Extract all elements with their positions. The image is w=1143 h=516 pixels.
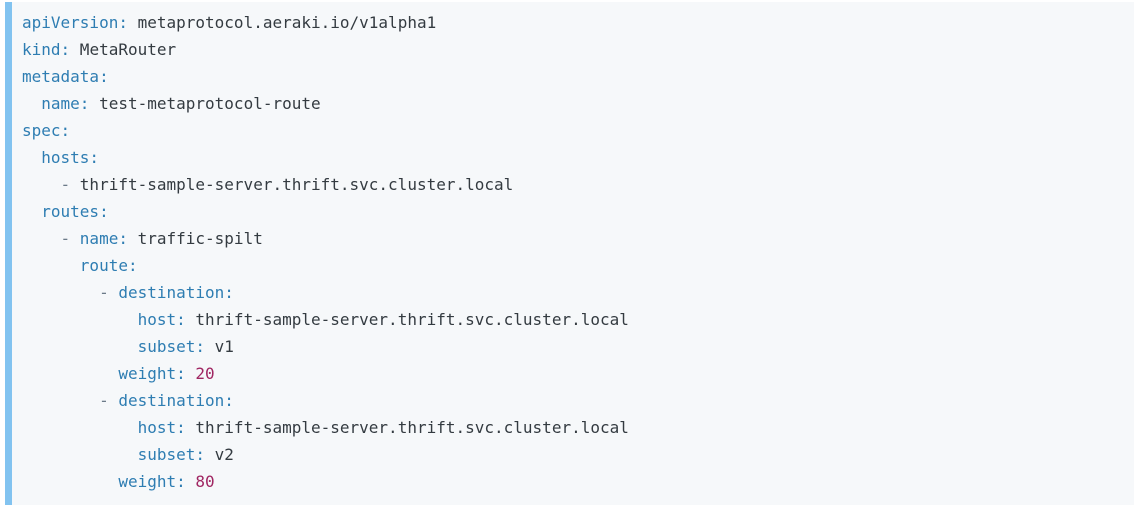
code-token-key: name: xyxy=(41,94,90,113)
code-token-key: hosts: xyxy=(41,148,100,167)
code-line: spec: xyxy=(22,117,1122,144)
code-line: subset: v2 xyxy=(22,441,1122,468)
code-line: weight: 80 xyxy=(22,468,1122,495)
code-token-punct: - xyxy=(60,175,80,194)
code-token-key: host: xyxy=(137,418,186,437)
code-token-plain: traffic-spilt xyxy=(127,229,263,248)
code-line: weight: 20 xyxy=(22,360,1122,387)
code-token-plain xyxy=(22,175,61,194)
code-token-plain xyxy=(22,202,41,221)
code-token-key: spec: xyxy=(22,121,71,140)
code-token-key: destination: xyxy=(118,283,234,302)
code-token-plain xyxy=(22,229,61,248)
code-token-punct: - xyxy=(99,391,119,410)
code-token-key: kind: xyxy=(22,40,71,59)
code-token-punct: - xyxy=(99,283,119,302)
code-token-plain xyxy=(186,364,196,383)
code-token-key: apiVersion: xyxy=(22,13,128,32)
code-token-plain: thrift-sample-server.thrift.svc.cluster.… xyxy=(185,418,629,437)
code-token-plain xyxy=(186,472,196,491)
code-line: - thrift-sample-server.thrift.svc.cluste… xyxy=(22,171,1122,198)
code-token-number: 20 xyxy=(195,364,215,383)
code-line: apiVersion: metaprotocol.aeraki.io/v1alp… xyxy=(22,9,1122,36)
code-line: hosts: xyxy=(22,144,1122,171)
code-token-plain xyxy=(22,283,99,302)
code-token-plain xyxy=(22,445,138,464)
code-line: metadata: xyxy=(22,63,1122,90)
code-token-punct: - xyxy=(60,229,80,248)
code-token-plain xyxy=(22,391,99,410)
code-token-plain xyxy=(22,472,118,491)
code-content: apiVersion: metaprotocol.aeraki.io/v1alp… xyxy=(12,2,1134,505)
code-line: host: thrift-sample-server.thrift.svc.cl… xyxy=(22,414,1122,441)
code-token-plain: metaprotocol.aeraki.io/v1alpha1 xyxy=(127,13,437,32)
code-token-plain xyxy=(22,256,80,275)
code-token-key: route: xyxy=(79,256,138,275)
code-token-plain xyxy=(22,337,138,356)
code-token-plain xyxy=(22,310,138,329)
code-token-plain: MetaRouter xyxy=(70,40,177,59)
code-line: name: test-metaprotocol-route xyxy=(22,90,1122,117)
code-token-plain xyxy=(22,418,138,437)
code-token-key: subset: xyxy=(137,337,206,356)
code-token-plain: thrift-sample-server.thrift.svc.cluster.… xyxy=(79,175,514,194)
code-line: host: thrift-sample-server.thrift.svc.cl… xyxy=(22,306,1122,333)
code-token-plain: thrift-sample-server.thrift.svc.cluster.… xyxy=(185,310,629,329)
code-token-key: subset: xyxy=(137,445,206,464)
code-token-plain xyxy=(22,94,41,113)
code-token-plain xyxy=(22,148,41,167)
code-token-key: destination: xyxy=(118,391,234,410)
code-token-number: 80 xyxy=(195,472,215,491)
code-token-plain: v2 xyxy=(205,445,234,464)
code-token-key: metadata: xyxy=(22,67,109,86)
yaml-code-block: apiVersion: metaprotocol.aeraki.io/v1alp… xyxy=(5,2,1134,505)
code-line: kind: MetaRouter xyxy=(22,36,1122,63)
code-line: subset: v1 xyxy=(22,333,1122,360)
code-token-plain xyxy=(22,364,118,383)
code-token-key: weight: xyxy=(118,364,186,383)
code-line: - name: traffic-spilt xyxy=(22,225,1122,252)
code-token-key: name: xyxy=(79,229,128,248)
accent-bar xyxy=(5,2,12,505)
code-token-key: weight: xyxy=(118,472,186,491)
code-token-plain: test-metaprotocol-route xyxy=(89,94,321,113)
code-token-key: routes: xyxy=(41,202,109,221)
code-token-key: host: xyxy=(137,310,186,329)
code-line: route: xyxy=(22,252,1122,279)
code-line: - destination: xyxy=(22,279,1122,306)
code-line: - destination: xyxy=(22,387,1122,414)
code-line: routes: xyxy=(22,198,1122,225)
code-token-plain: v1 xyxy=(205,337,234,356)
